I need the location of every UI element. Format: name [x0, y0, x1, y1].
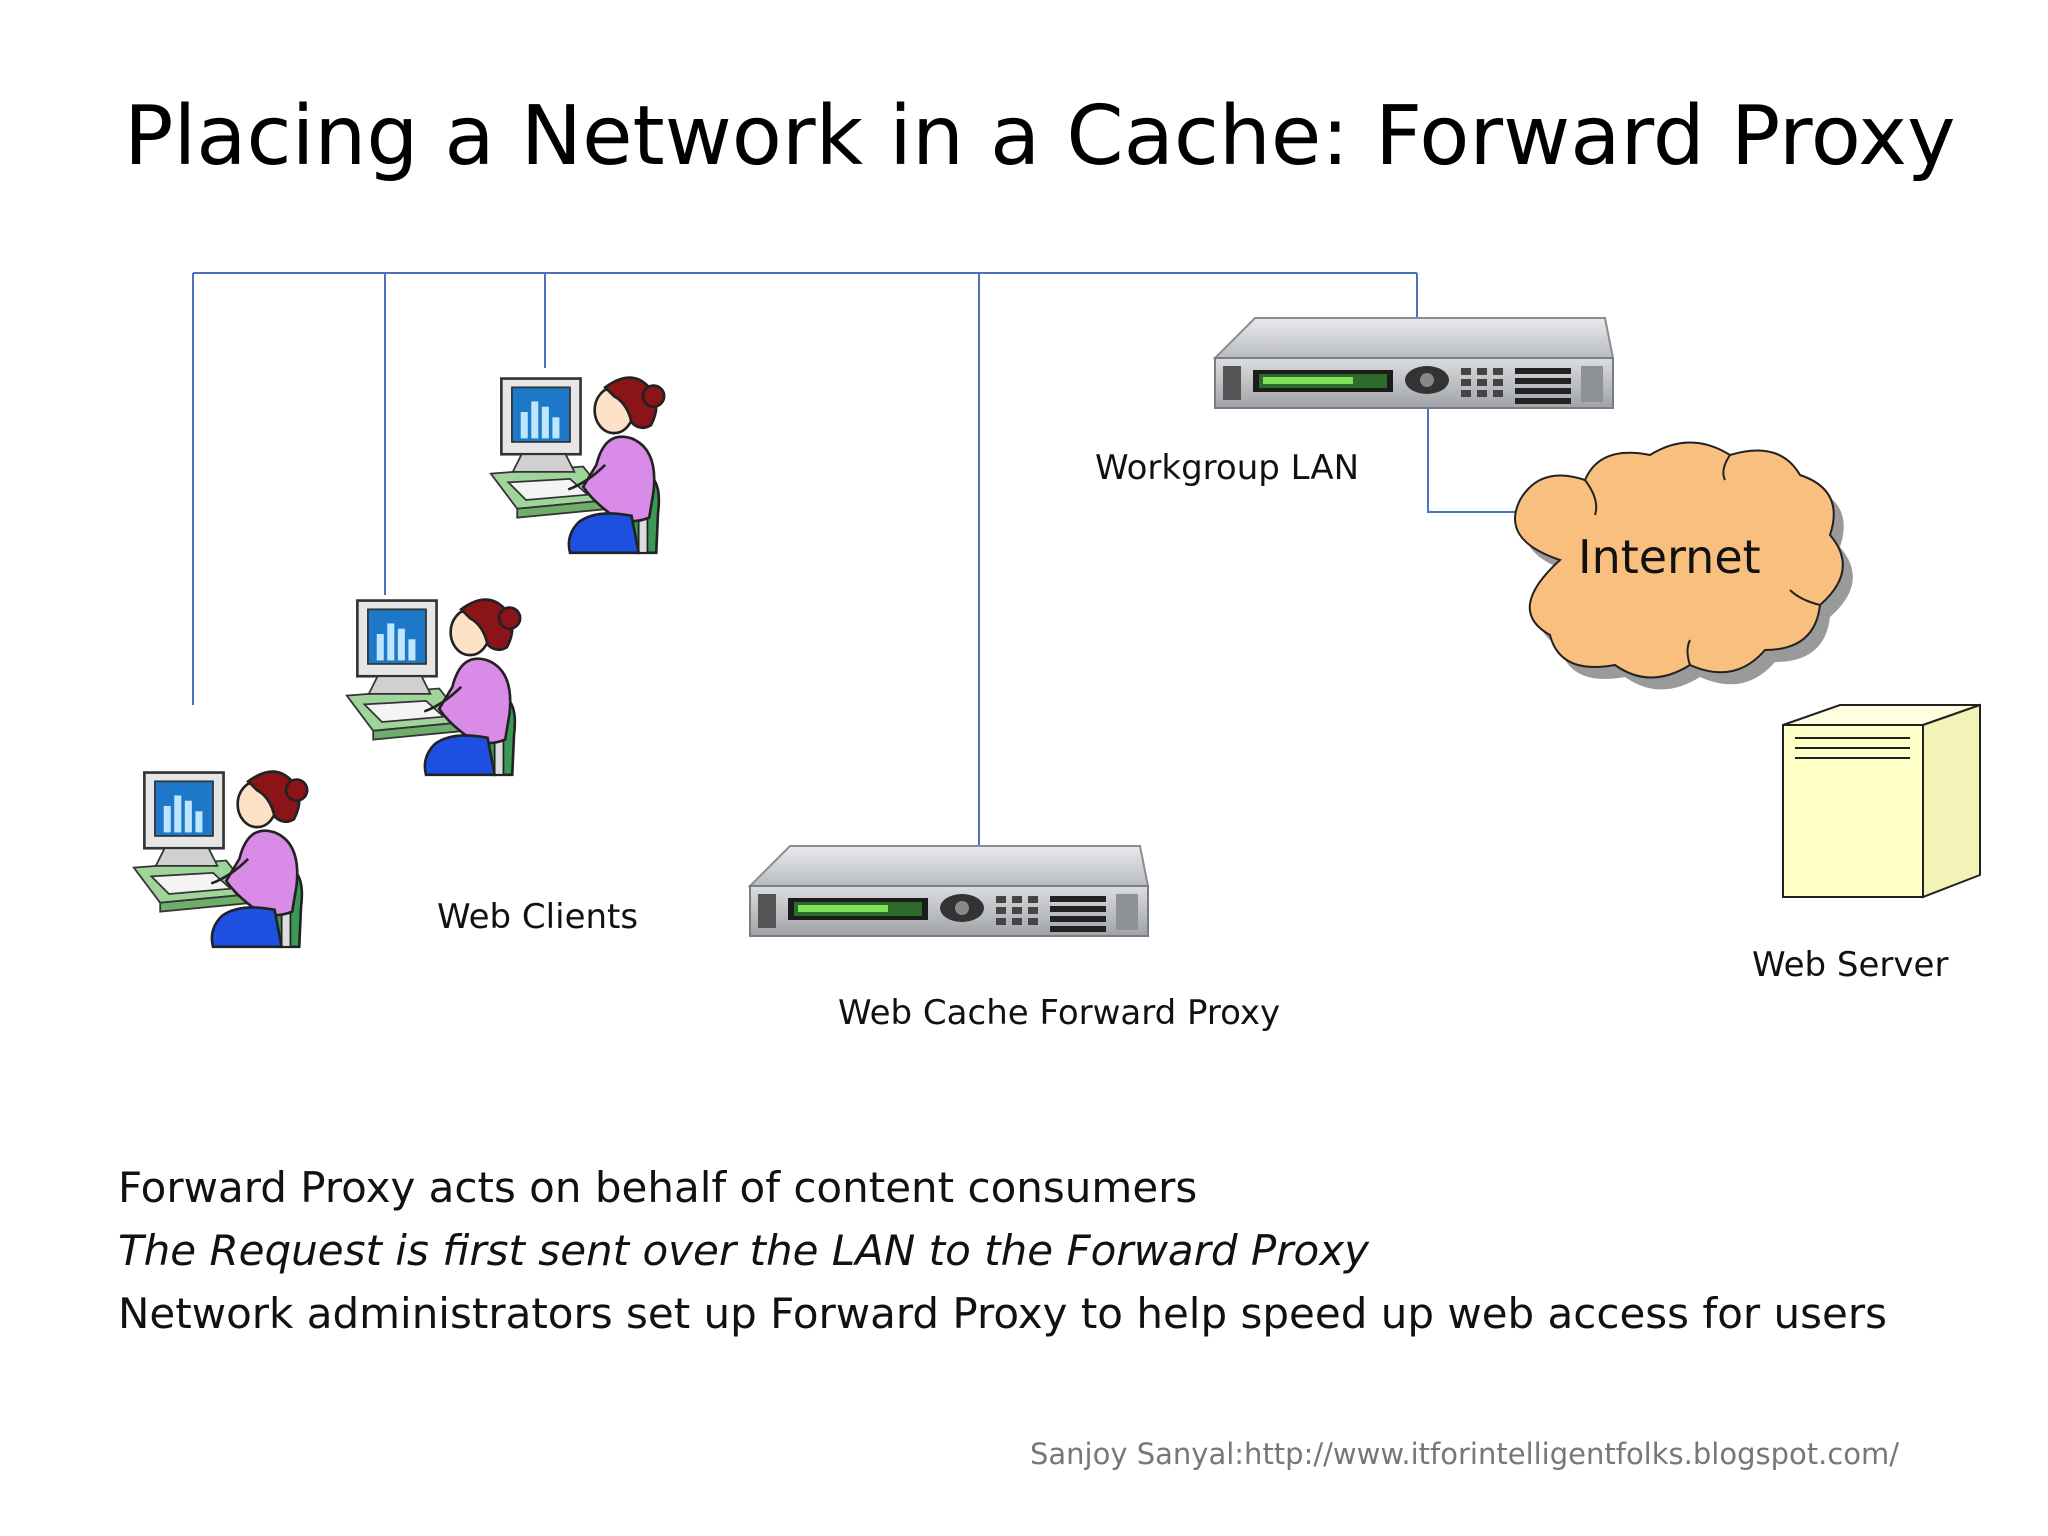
workgroup-lan-device-icon — [1214, 317, 1614, 409]
web-client-3-icon — [489, 376, 666, 555]
web-server-icon — [1782, 703, 1981, 899]
web-client-1-icon — [132, 770, 309, 949]
footer-credit: Sanjoy Sanyal:http://www.itforintelligen… — [1030, 1437, 1900, 1471]
web-cache-proxy-device-icon — [749, 845, 1149, 937]
web-client-2-icon — [345, 598, 522, 777]
web-server-label: Web Server — [1752, 945, 1949, 985]
internet-label: Internet — [1578, 530, 1761, 584]
bullet-line-2: The Request is first sent over the LAN t… — [118, 1226, 1369, 1275]
bullet-line-3: Network administrators set up Forward Pr… — [118, 1289, 1888, 1338]
bullet-line-1: Forward Proxy acts on behalf of content … — [118, 1163, 1198, 1212]
web-cache-forward-proxy-label: Web Cache Forward Proxy — [838, 993, 1281, 1033]
internet-arrow — [1427, 400, 1556, 512]
bullet-list: Forward Proxy acts on behalf of content … — [118, 1156, 1887, 1345]
slide-title: Placing a Network in a Cache: Forward Pr… — [124, 89, 1956, 184]
web-clients-label: Web Clients — [437, 897, 639, 937]
workgroup-lan-label: Workgroup LAN — [1095, 448, 1360, 488]
network-lines — [192, 272, 1556, 848]
internet-cloud-icon — [1514, 441, 1853, 690]
